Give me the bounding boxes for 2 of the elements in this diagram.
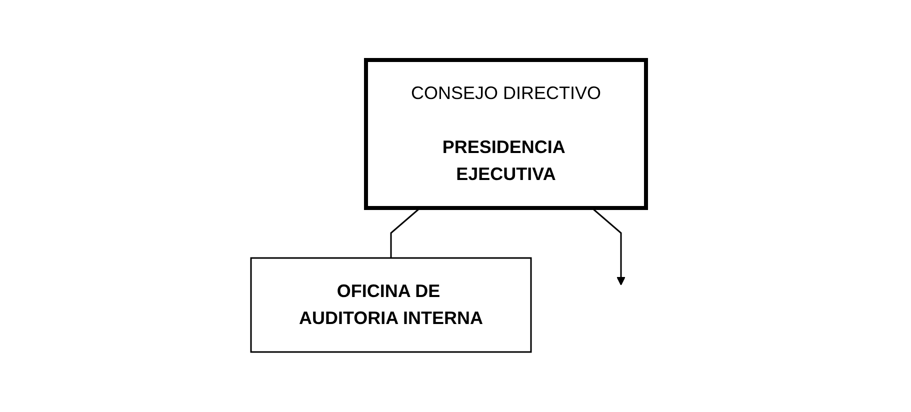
node-box: OFICINA DE AUDITORIA INTERNA bbox=[250, 257, 532, 353]
node-box: CONSEJO DIRECTIVO PRESIDENCIA EJECUTIVA bbox=[364, 58, 648, 210]
